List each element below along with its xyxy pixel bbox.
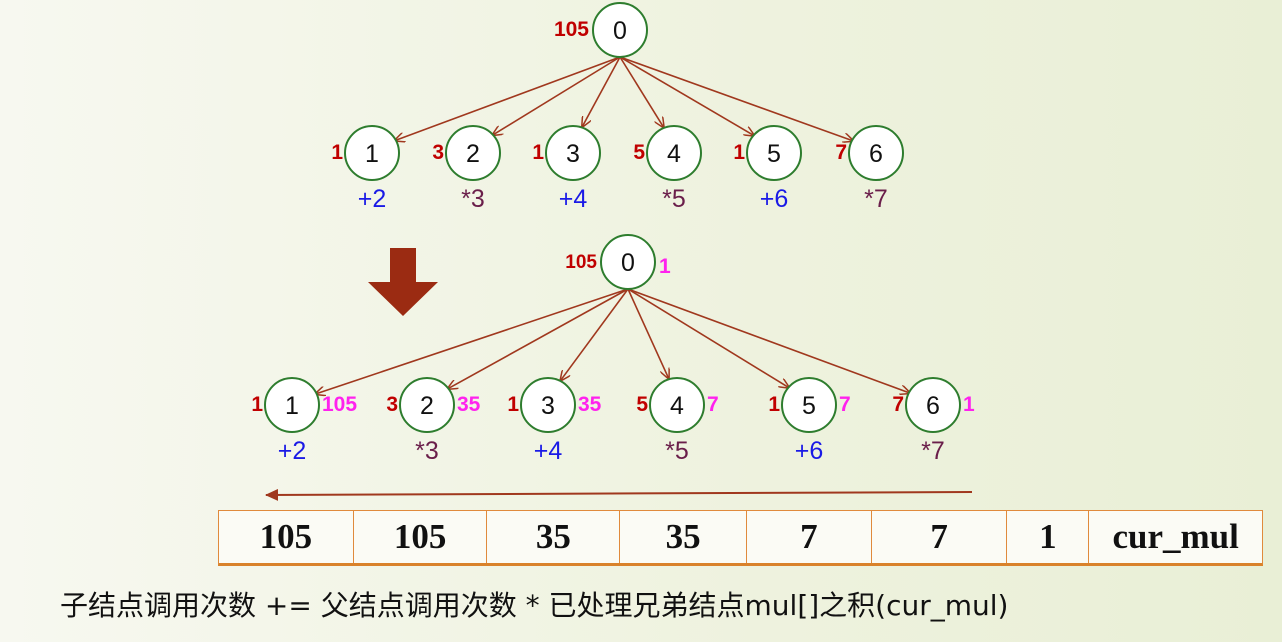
tree-node [520,377,576,433]
mul-label: 1 [659,255,671,278]
operation-label: *5 [665,437,689,465]
node-id: 2 [420,392,434,420]
table-cell: 35 [487,511,621,563]
node-id: 1 [365,140,379,168]
tree-node [344,125,400,181]
call-count-label: 1 [507,393,519,416]
node-id: 4 [670,392,684,420]
tree-node [399,377,455,433]
tree-edge [492,56,621,136]
table-cell: 105 [219,511,354,563]
tree-edge [627,288,911,394]
tree-node [445,125,501,181]
tree-edge [314,288,629,394]
mul-label: 105 [322,393,357,416]
tree-node [545,125,601,181]
tree-node [905,377,961,433]
node-id: 6 [869,140,883,168]
tree-node [264,377,320,433]
node-id: 3 [541,392,555,420]
node-id: 5 [767,140,781,168]
table-cell: 35 [620,511,747,563]
call-count-label: 3 [432,141,444,164]
node-id: 1 [285,392,299,420]
node-id: 5 [802,392,816,420]
operation-label: +6 [760,185,789,213]
call-count-label: 1 [768,393,780,416]
table-cell: 105 [354,511,488,563]
operation-label: +4 [559,185,588,213]
operation-label: +2 [358,185,387,213]
node-id: 6 [926,392,940,420]
table-cell: cur_mul [1112,517,1239,556]
operation-label: +4 [534,437,563,465]
tree-node [746,125,802,181]
table-cell: 7 [747,511,872,563]
operation-label: *7 [864,185,888,213]
direction-arrow [265,488,973,501]
tree-edge [619,56,854,141]
call-count-label: 5 [633,141,645,164]
call-count-label: 7 [835,141,847,164]
mul-label: 35 [578,393,602,416]
call-count-label: 1 [733,141,745,164]
tree-edge [447,288,629,389]
tree-edge [394,56,621,141]
tree-node-root [592,2,648,58]
tree-node [646,125,702,181]
big-down-arrow-icon [368,248,438,316]
call-count-label: 1 [331,141,343,164]
call-count-label: 105 [565,252,597,273]
call-count-label: 7 [892,393,904,416]
operation-label: *3 [461,185,485,213]
tree-edge [582,56,621,128]
node-id: 2 [466,140,480,168]
tree-node [649,377,705,433]
tree-node-root [600,234,656,290]
call-count-label: 1 [532,141,544,164]
mul-label: 7 [707,393,719,416]
tree-node [848,125,904,181]
tree-edge [627,288,669,379]
call-count-label: 3 [386,393,398,416]
node-id: 0 [621,249,635,277]
operation-label: *3 [415,437,439,465]
formula-caption: 子结点调用次数 += 父结点调用次数 * 已处理兄弟结点mul[]之积(cur_… [60,589,1009,622]
mul-label: 35 [457,393,481,416]
call-count-label: 105 [554,18,589,41]
node-id: 3 [566,140,580,168]
node-id: 0 [613,17,627,45]
tree-node [781,377,837,433]
table-cell: 7 [872,511,1008,563]
call-count-label: 1 [251,393,263,416]
mul-label: 7 [839,393,851,416]
tree-edge [619,56,664,128]
operation-label: *5 [662,185,686,213]
tree-edge [627,288,790,388]
tree-edge [619,56,755,136]
operation-label: *7 [921,437,945,465]
tree-edge [560,288,629,381]
mul-label: 1 [963,393,975,416]
call-count-label: 5 [636,393,648,416]
operation-label: +6 [795,437,824,465]
table-cell: 1 [1007,511,1090,563]
operation-label: +2 [278,437,307,465]
node-id: 4 [667,140,681,168]
